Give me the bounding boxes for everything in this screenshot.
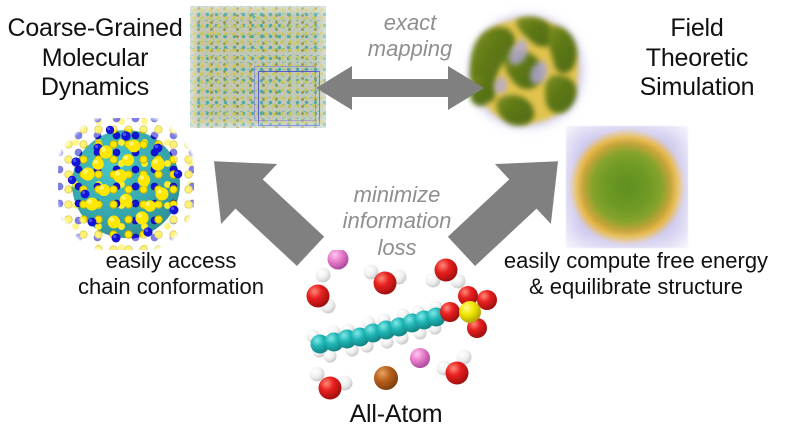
coarse-grained-simulation-box-image <box>190 6 326 128</box>
fts-field-channels <box>494 38 548 94</box>
exact-mapping-line-2: mapping <box>367 36 453 62</box>
md-box-edge-vignette <box>190 6 326 128</box>
md-box-inner-cell-outline <box>258 70 320 126</box>
field-theoretic-density-field-image <box>456 2 600 138</box>
coarse-grained-micelle-image <box>58 118 194 250</box>
minimize-info-loss-line-3: loss <box>377 234 417 260</box>
cgmd-label-line-3: Dynamics <box>40 73 150 101</box>
water-molecule-4 <box>309 366 353 400</box>
all-atom-scene-svg <box>306 250 497 400</box>
field-theoretic-micelle-image <box>566 126 688 248</box>
cg-micelle-yellow-beads <box>81 139 169 229</box>
annotation-exact-mapping: exact mapping <box>340 10 480 63</box>
exact-mapping-line-1: exact <box>383 10 437 35</box>
water-molecule-3 <box>425 258 466 289</box>
cg-micelle-outer-blue-beads <box>67 125 183 243</box>
allatom-to-cgmd-arrow <box>200 146 326 268</box>
sodium-counterion-top <box>327 250 349 270</box>
caption-easily-compute-free-energy: easily compute free energy & equilibrate… <box>480 248 792 301</box>
cgmd-caption-line-1: easily access <box>105 248 237 273</box>
fts-caption-line-1: easily compute free energy <box>503 248 769 273</box>
sodium-counterion-bottom <box>410 348 430 368</box>
allatom-to-fts-arrow <box>444 146 574 268</box>
label-all-atom: All-Atom <box>296 400 496 430</box>
md-box-inner-cell-shadow <box>253 65 316 121</box>
minimize-info-loss-line-1: minimize <box>353 182 441 207</box>
label-coarse-grained-molecular-dynamics: Coarse-Grained Molecular Dynamics <box>0 14 190 103</box>
exact-mapping-arrow-svg <box>316 66 484 110</box>
fts-label-line-3: Simulation <box>639 73 755 101</box>
allatom-to-fts-arrow-svg <box>447 161 559 266</box>
caption-easily-access-chain-conformation: easily access chain conformation <box>46 248 296 301</box>
fts-label-line-2: Theoretic <box>645 43 749 72</box>
cg-micelle-stray-beads-svg <box>67 125 183 243</box>
brown-counterion <box>374 366 398 390</box>
fts-caption-line-2: & equilibrate structure <box>529 274 743 300</box>
fts-micelle-vignette <box>566 126 688 248</box>
cgmd-label-line-1: Coarse-Grained <box>7 14 183 42</box>
sulfate-head-group <box>440 286 497 338</box>
all-atom-label-text: All-Atom <box>349 400 443 428</box>
fts-label-line-1: Field <box>670 14 724 42</box>
label-field-theoretic-simulation: Field Theoretic Simulation <box>602 14 792 103</box>
all-atom-sds-surfactant-image <box>272 250 516 402</box>
allatom-to-cgmd-arrow-svg <box>213 161 325 266</box>
cgmd-label-line-2: Molecular <box>41 43 149 72</box>
cgmd-caption-line-2: chain conformation <box>78 274 264 300</box>
exact-mapping-arrow <box>316 62 484 114</box>
annotation-minimize-information-loss: minimize information loss <box>318 182 476 261</box>
water-molecule-2 <box>363 264 407 295</box>
water-molecule-1 <box>306 267 336 314</box>
water-molecule-5 <box>436 349 472 385</box>
fts-field-svg <box>469 15 584 128</box>
minimize-info-loss-line-2: information <box>342 208 452 234</box>
